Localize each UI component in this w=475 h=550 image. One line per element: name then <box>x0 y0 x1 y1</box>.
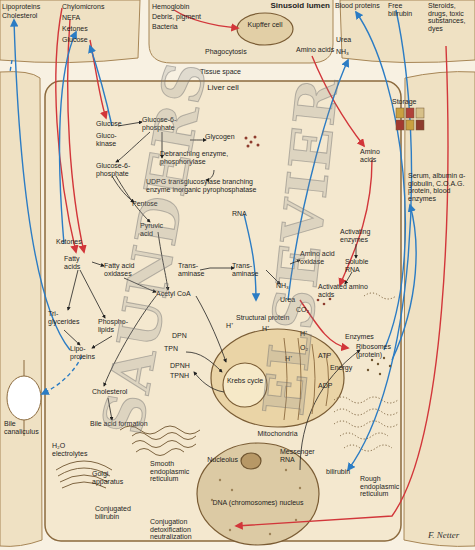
metabolite-label: Smooth endoplasmic reticulum <box>150 460 205 483</box>
metabolite-label: H₂O electrolytes <box>52 442 87 457</box>
metabolite-label: ADP <box>318 382 338 390</box>
nucleus: DNA (chromosomes) nucleus Nucleolus <box>196 442 320 546</box>
metabolite-label: Glucose <box>62 36 102 44</box>
metabolite-label: Lipo-proteins <box>70 345 100 360</box>
metabolite-label: Amino acids <box>360 148 390 163</box>
metabolite-label: Glucose-6-phosphate <box>96 162 131 177</box>
metabolite-label: Fatty acids <box>64 255 94 270</box>
metabolite-label: Conjugation detoxification neutralizatio… <box>150 518 215 541</box>
artist-signature: F. Netter <box>428 530 473 540</box>
metabolite-label: TPNH <box>170 372 195 380</box>
outline-ellipse <box>241 453 261 469</box>
metabolite-label: Bacteria <box>152 23 197 31</box>
nucleolus: Nucleolus <box>240 452 262 470</box>
kupffer-cell: Kupffer cell <box>236 12 294 46</box>
metabolite-label: Enzymes <box>345 333 380 341</box>
metabolite-label: Blood proteins <box>335 2 383 10</box>
rough-endoplasmic-reticulum <box>334 293 398 451</box>
metabolite-label: DPNH <box>170 362 195 370</box>
metabolite-label: Ketones <box>62 25 102 33</box>
metabolite-label: Trans-aminase <box>232 262 267 277</box>
outline-ellipse <box>197 443 319 545</box>
node-label: Sinusoid lumen <box>270 2 330 11</box>
metabolite-label: Steroids, drugs, toxic substances, dyes <box>428 2 475 33</box>
metabolite-label: Serum, albumin α-globulin, C.O.A.G. prot… <box>408 172 468 203</box>
metabolite-label: Urea <box>336 36 366 44</box>
metabolite-label: Energy <box>330 364 360 372</box>
metabolite-label: Gluco-kinase <box>96 132 126 147</box>
metabolite-label: Tri-glycerides <box>48 310 78 325</box>
blue-pathways <box>10 10 416 470</box>
metabolite-label: bilirubin <box>326 468 361 476</box>
metabolite-label: Soluble RNA <box>345 258 380 273</box>
ribosome-dots <box>367 357 391 375</box>
metabolite-label: Ribosomes (protein) <box>356 343 398 358</box>
metabolite-label: Glycogen <box>205 133 245 141</box>
outline-ellipse <box>237 13 293 45</box>
metabolite-label: RNA <box>232 210 257 218</box>
metabolite-label: Conjugated bilirubin <box>95 505 140 520</box>
node-outline <box>236 12 294 46</box>
node-label: Kupffer cell <box>236 21 294 29</box>
storage-granules <box>396 108 424 130</box>
metabolite-label: Tissue space <box>200 68 260 76</box>
metabolite-label: Cholesterol <box>2 12 47 20</box>
metabolite-label: Storage <box>392 98 432 106</box>
metabolite-label: Lipoproteins <box>2 3 47 11</box>
metabolite-label: Glucose <box>96 120 131 128</box>
metabolite-label: Activating enzymes <box>340 228 382 243</box>
metabolite-label: Golgi apparatus <box>92 470 127 485</box>
node-label: Mitochondria <box>210 430 345 438</box>
metabolite-label: Messenger RNA <box>280 448 315 463</box>
node-outline <box>240 452 262 470</box>
metabolite-label: Debris, pigment <box>152 13 207 21</box>
outline-band <box>149 0 333 63</box>
metabolite-label: NEFA <box>62 14 102 22</box>
node-label: DNA (chromosomes) nucleus <box>210 499 306 507</box>
metabolite-label: Free bilirubin <box>388 2 420 17</box>
chromatin-stipple <box>211 469 301 535</box>
node-label: Nucleolus <box>207 456 238 464</box>
metabolite-label: Rough endoplasmic reticulum <box>360 475 410 498</box>
metabolite-label: H⁺ <box>226 322 238 330</box>
metabolite-label: DPN <box>172 332 192 340</box>
metabolite-label: Hemoglobin <box>152 3 202 11</box>
metabolite-label: NH₃ <box>336 48 366 56</box>
metabolite-label: Bile canaliculus <box>4 420 39 435</box>
metabolite-label: Phagocytosis <box>205 48 255 56</box>
metabolite-label: Chylomicrons <box>62 3 112 11</box>
metabolite-label: Ketones <box>56 238 91 246</box>
red-pathways <box>56 8 448 526</box>
